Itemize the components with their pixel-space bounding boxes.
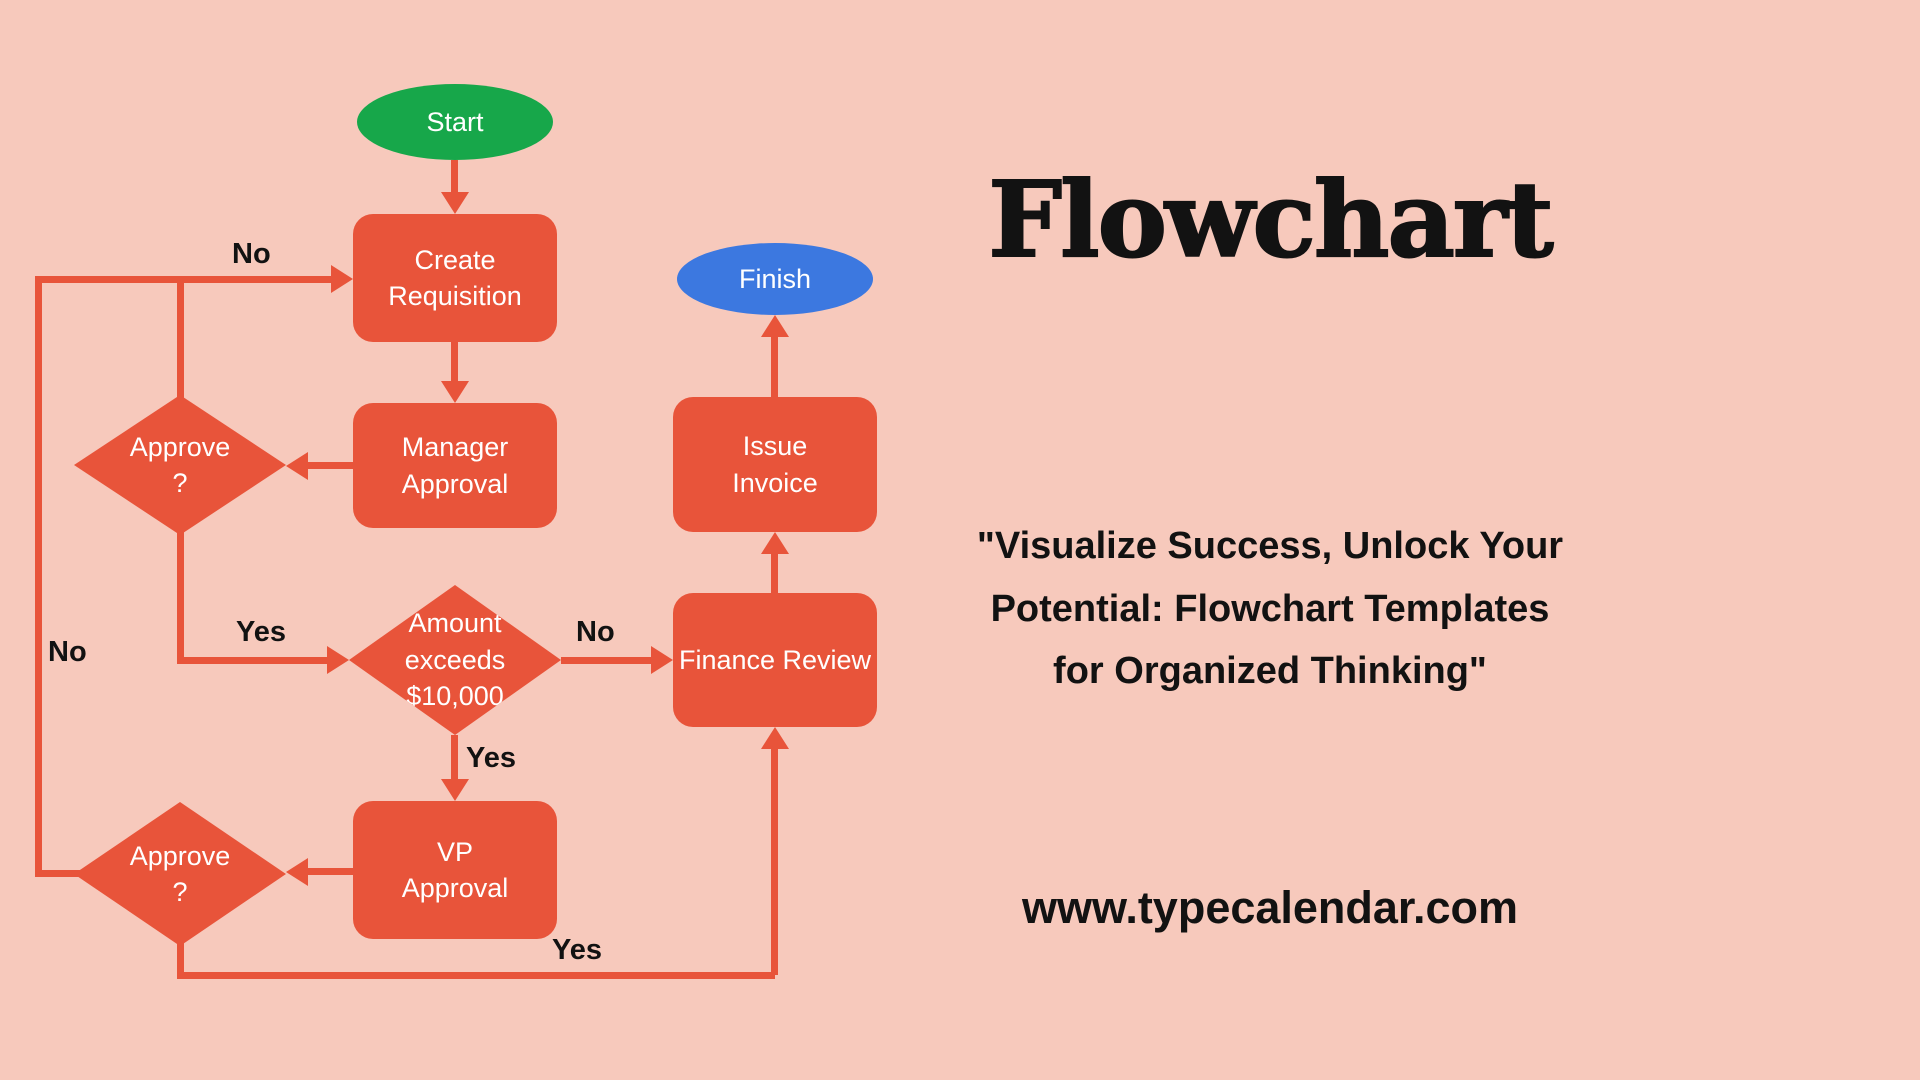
connector-approve1-return [177,276,184,400]
arrowhead-down-icon [441,192,469,214]
edge-label-no: No [232,238,271,270]
arrowhead-right-icon [331,265,353,293]
node-label: Approval [401,873,509,903]
arrowhead-left-icon [286,452,308,480]
arrowhead-down-icon [441,381,469,403]
issue-invoice-node: Issue Invoice [673,397,877,532]
edge-label-no: No [48,636,87,668]
node-label: Manager [401,432,509,463]
node-label: Amount [408,608,502,639]
node-label: Requisition [388,281,522,311]
connector-approve2-yes-h [177,972,775,979]
node-label: Approval [401,468,509,499]
node-label: VP [436,836,474,867]
edge-label-yes: Yes [236,616,286,648]
node-label: Create [414,244,496,275]
connector-return-top [35,276,333,283]
arrowhead-up-icon [761,315,789,337]
connector-amount-vp [451,735,458,781]
node-label: Finance Review [678,644,872,675]
connector-amount-finance [561,657,653,664]
start-node: Start [357,84,553,160]
connector-yes-up-finance [771,747,778,975]
connector-approve2-return [35,870,80,877]
quote-text: "Visualize Success, Unlock Your Potentia… [940,515,1600,703]
finish-node: Finish [677,243,873,315]
page-title: Flowchart [987,157,1554,282]
edge-label-yes: Yes [552,934,602,966]
quote-line: Potential: Flowchart Templates [990,587,1550,630]
approve-decision-node: Approve ? [74,395,286,535]
node-label: $10,000 [406,681,504,712]
node-label: ? [172,877,188,907]
edge-label-yes: Yes [466,742,516,774]
node-label: exceeds [404,644,506,675]
connector-return-left [35,276,42,877]
node-label: Finish [738,263,812,294]
connector-approve2-yes-v [177,941,184,979]
connector-approve1-yes-v [177,530,184,664]
connector-vp-approve2 [308,868,353,875]
node-label: Issue [742,431,808,462]
vp-approval-node: VP Approval [353,801,557,939]
quote-line: "Visualize Success, Unlock Your [976,525,1564,567]
finance-review-node: Finance Review [673,593,877,727]
arrowhead-right-icon [651,646,673,674]
edge-label-no: No [576,616,615,648]
connector-issue-finish [771,335,778,397]
website-text: www.typecalendar.com [1021,882,1518,933]
arrowhead-down-icon [441,779,469,801]
node-label: ? [172,468,188,498]
arrowhead-up-icon [761,532,789,554]
arrowhead-up-icon [761,727,789,749]
node-label: Approve [129,840,231,871]
arrowhead-left-icon [286,858,308,886]
arrowhead-right-icon [327,646,349,674]
manager-approval-node: Manager Approval [353,403,557,528]
approve-decision-node-2: Approve ? [74,802,286,946]
connector-approve1-yes-h [177,657,329,664]
amount-decision-node: Amount exceeds $10,000 [349,585,561,735]
node-label: Approve [129,431,231,462]
connector-start-create [451,160,458,194]
connector-create-manager [451,342,458,383]
node-label: Start [426,106,484,137]
node-label: Invoice [732,467,818,498]
connector-finance-issue [771,552,778,593]
connector-manager-approve1 [308,462,353,469]
quote-line: for Organized Thinking" [1053,650,1487,693]
create-requisition-node: Create Requisition [353,214,557,342]
